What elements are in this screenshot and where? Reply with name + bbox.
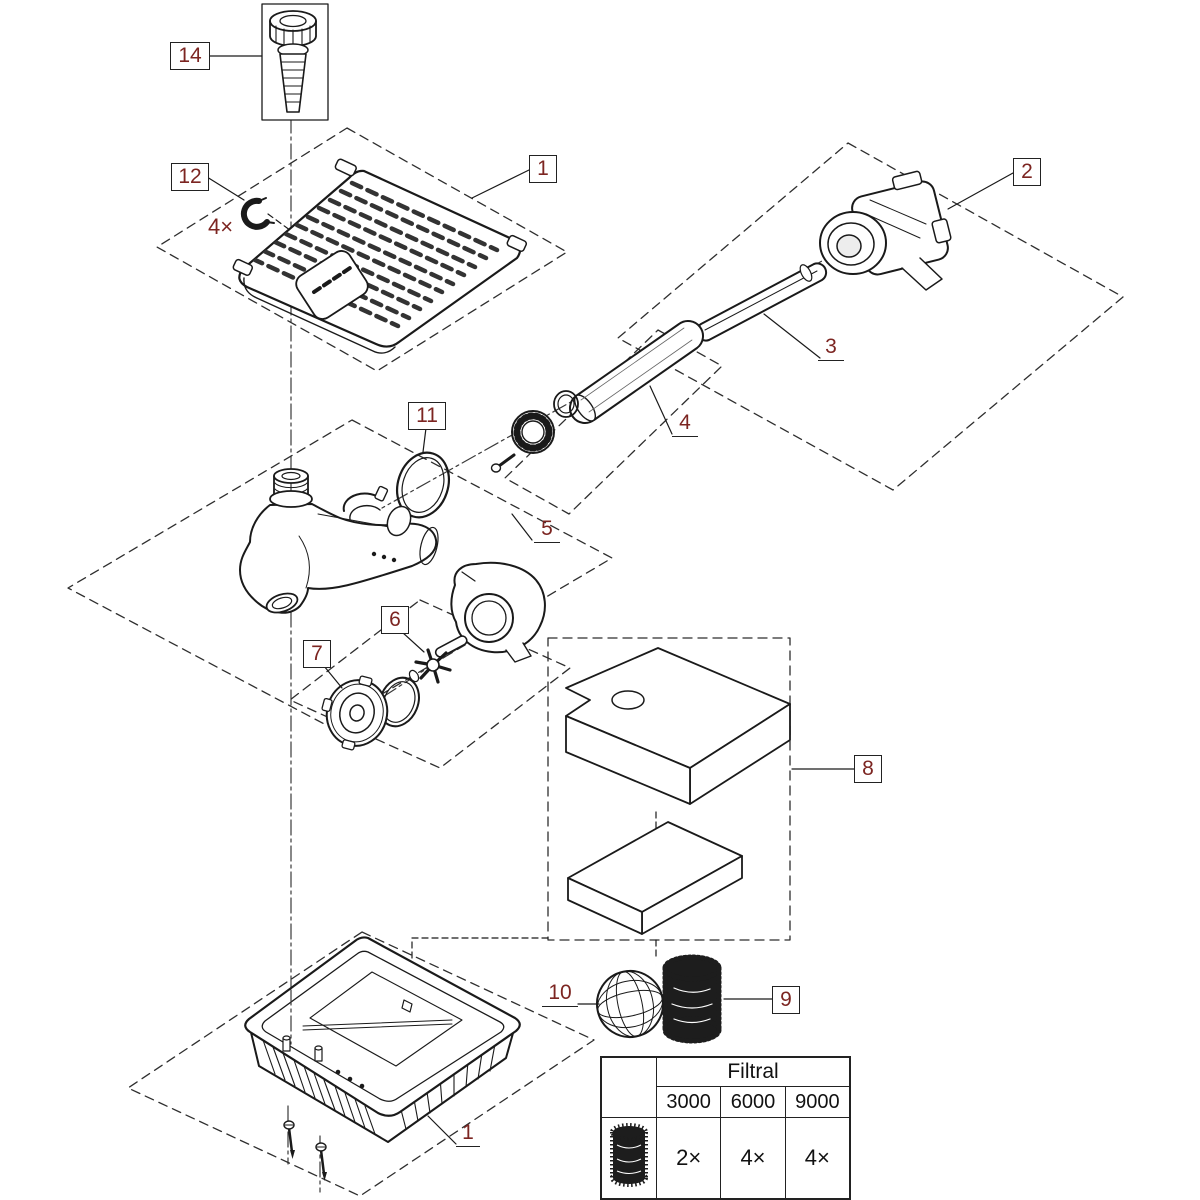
filtral-spec-table: Filtral 3000 6000 9000 2× 4× 4× <box>600 1056 851 1200</box>
bristle-media-icon <box>610 1122 648 1187</box>
pump-cover-part-7 <box>321 675 420 751</box>
quartz-tube-part-3 <box>695 262 828 342</box>
pump-unit-part-2 <box>819 170 952 291</box>
pump-chamber-shell <box>450 561 546 663</box>
table-model-6000: 6000 <box>720 1086 786 1118</box>
group-outline-parallelograms <box>67 127 1124 1197</box>
part-label-1-top: 1 <box>529 155 557 183</box>
foam-filters-part-8 <box>565 647 791 935</box>
part-label-6: 6 <box>381 606 409 634</box>
media-qty-9000: 4× <box>784 1117 851 1200</box>
media-qty-3000: 2× <box>655 1117 722 1200</box>
impeller-part-6 <box>408 635 468 684</box>
strainer-ball-part-10 <box>596 970 664 1038</box>
glass-cylinder-part-4 <box>569 320 704 424</box>
table-corner-cell <box>600 1056 657 1118</box>
bristle-media-part-9 <box>662 954 722 1044</box>
part-label-4: 4 <box>672 410 698 437</box>
part-label-8: 8 <box>854 755 882 783</box>
part-label-11: 11 <box>408 402 446 430</box>
table-model-9000: 9000 <box>784 1086 851 1118</box>
part-label-5: 5 <box>534 516 560 543</box>
part-label-1-bottom: 1 <box>456 1120 480 1147</box>
part-label-7: 7 <box>303 640 331 668</box>
table-title: Filtral <box>656 1056 851 1087</box>
union-nut-and-fasteners <box>490 390 579 473</box>
part-label-10: 10 <box>542 980 578 1007</box>
top-cover-part-1 <box>232 158 528 354</box>
part-label-12: 12 <box>171 163 209 191</box>
bristle-media-icon-cell <box>600 1117 657 1200</box>
part-label-14: 14 <box>170 42 210 70</box>
o-ring-part-11 <box>396 451 450 519</box>
table-model-3000: 3000 <box>655 1086 722 1118</box>
part-label-2: 2 <box>1013 158 1041 186</box>
part-label-9: 9 <box>772 986 800 1014</box>
media-qty-6000: 4× <box>720 1117 786 1200</box>
part12-quantity: 4× <box>208 214 234 239</box>
hose-connector-part-14 <box>261 3 329 121</box>
part-label-3: 3 <box>818 334 844 361</box>
container-part-1 <box>244 936 521 1143</box>
mounting-screws <box>283 1120 327 1181</box>
filter-housing-part-5 <box>239 468 439 614</box>
clip-part-12 <box>240 197 275 230</box>
label-leader-lines <box>206 55 1014 1145</box>
